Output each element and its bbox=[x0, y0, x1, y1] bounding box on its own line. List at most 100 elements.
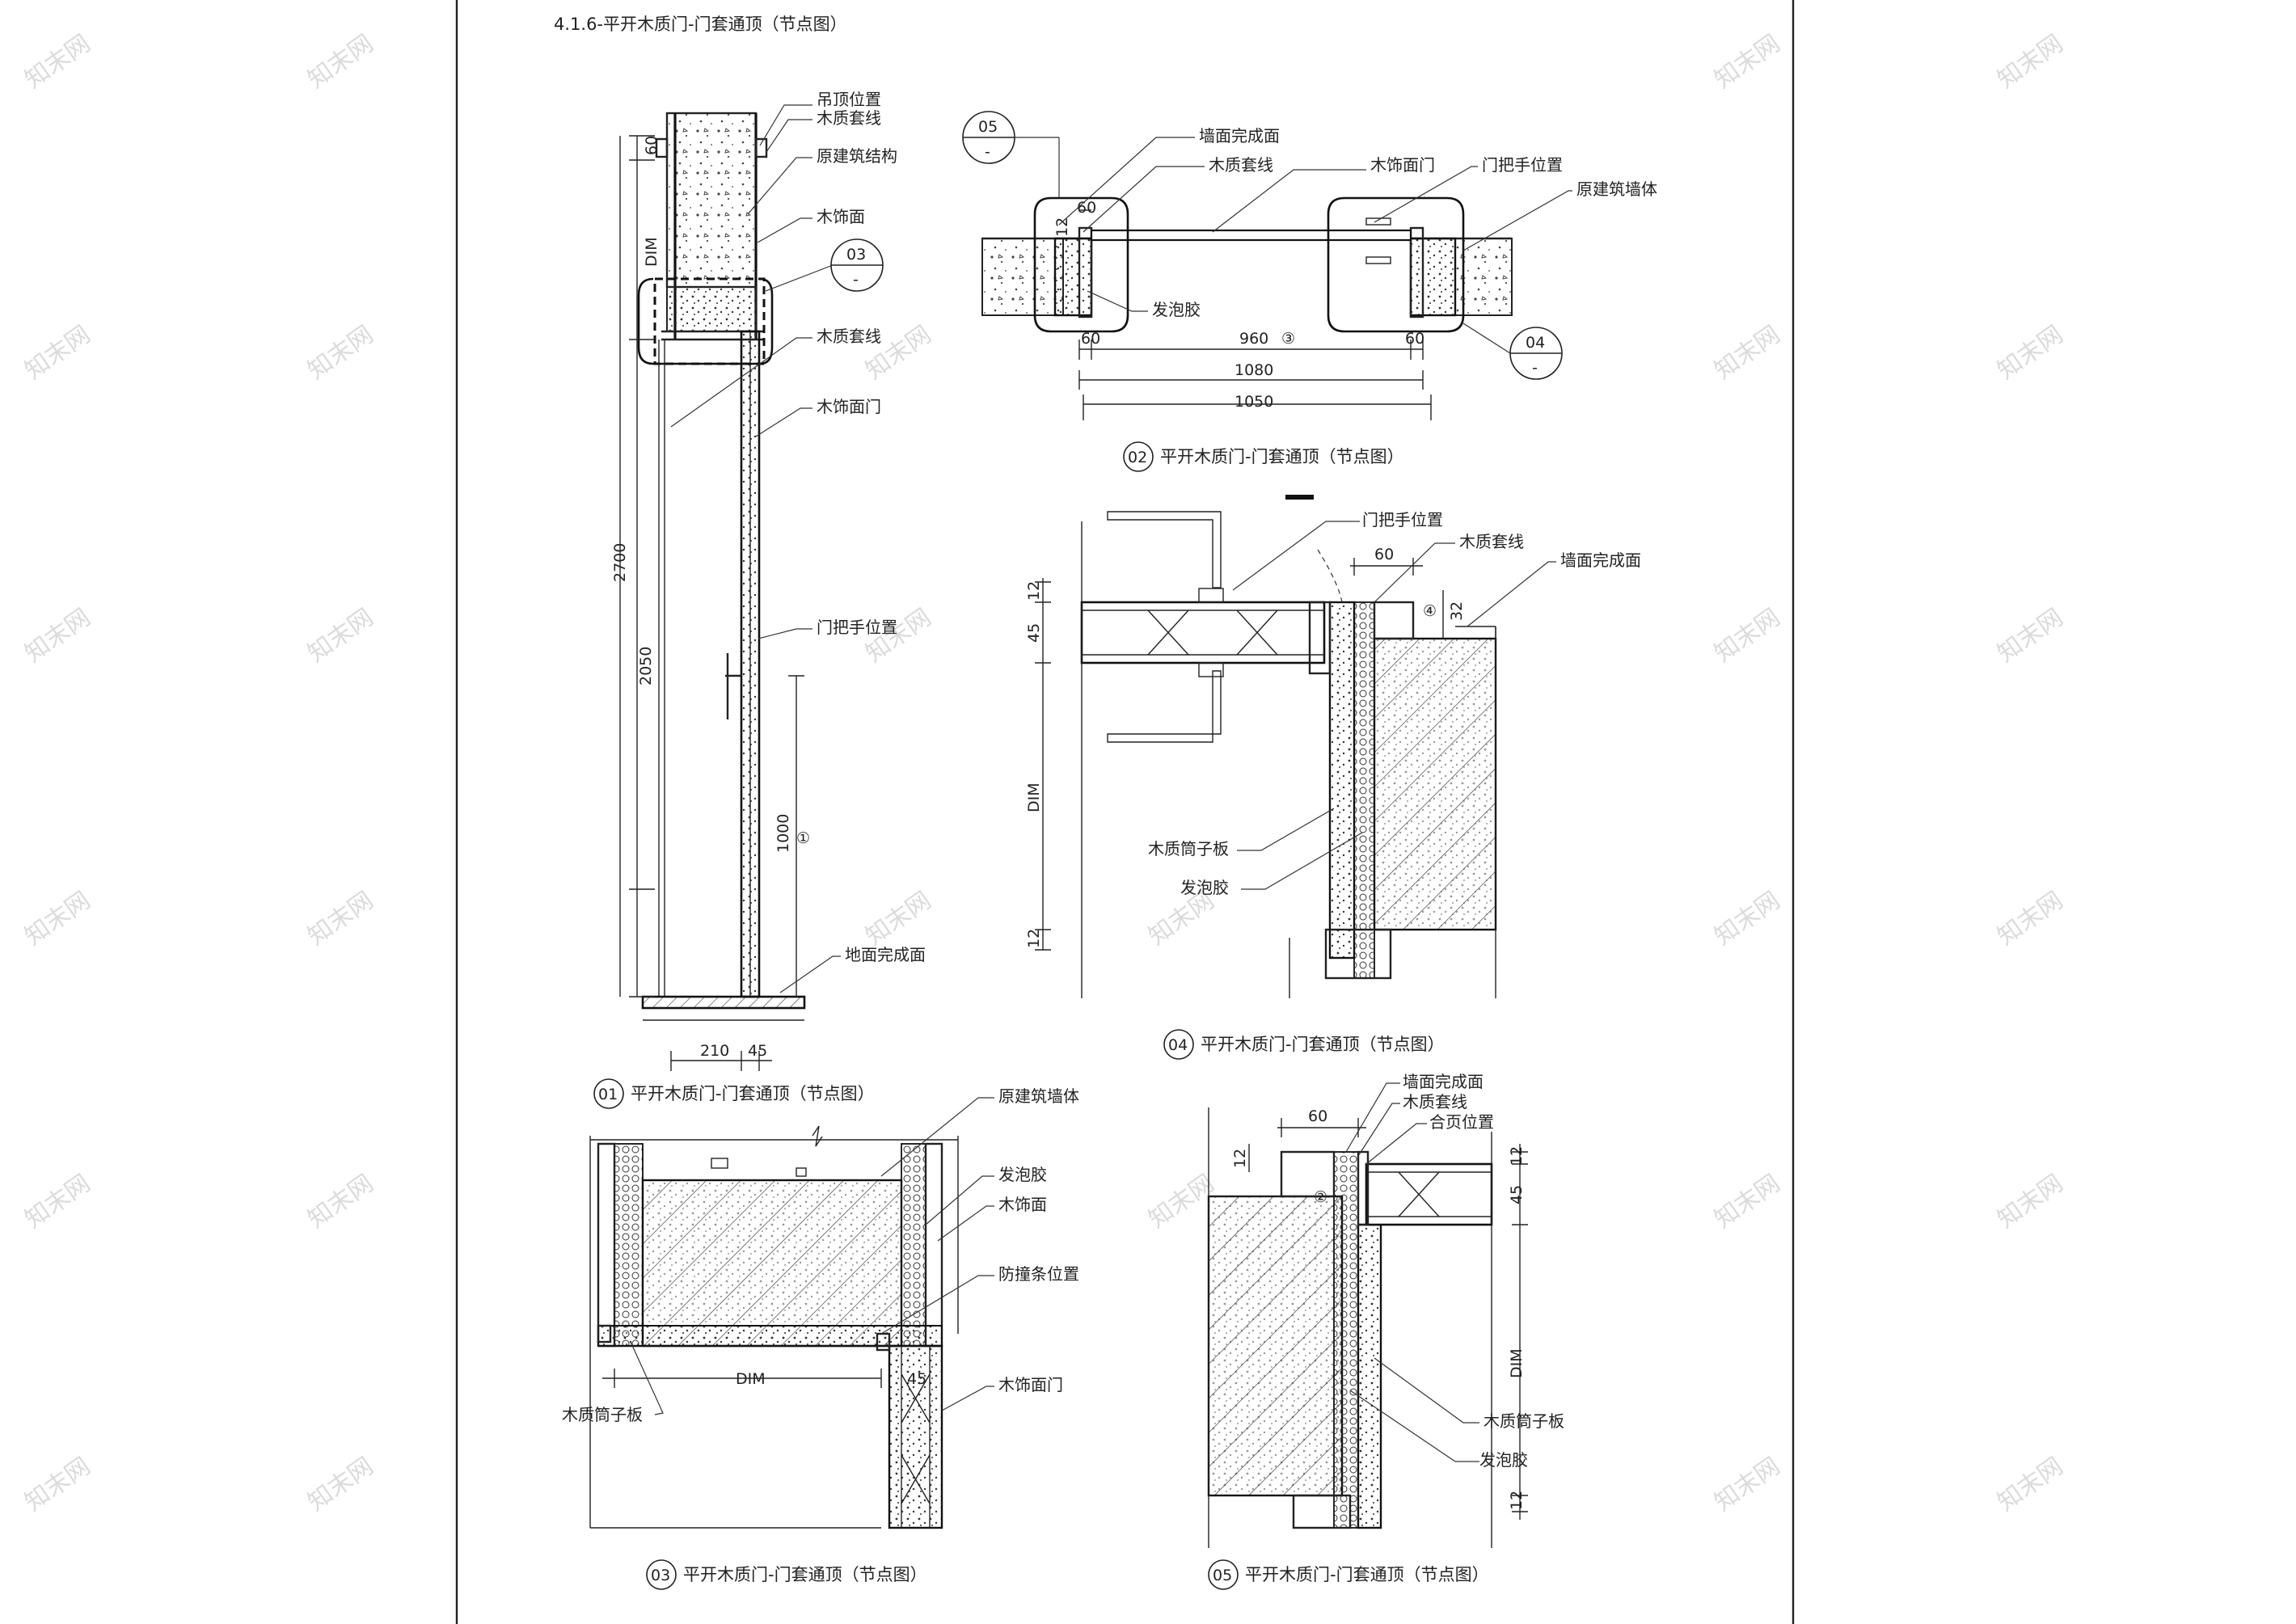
watermark: 知末网 bbox=[1993, 603, 2069, 668]
detail-05-enlarged: 12 60 ② 12 45 DIM 12 墙面完成面 木质套线 合页位置 木质筒… bbox=[1207, 1072, 1564, 1590]
watermark: 知末网 bbox=[20, 1452, 96, 1516]
detail-04-enlarged: 12 45 DIM 12 60 32 ④ 门把手位置 木质套线 墙面完成面 木质… bbox=[1025, 495, 1641, 1060]
dim-60-right: 60 bbox=[1405, 330, 1424, 348]
label-wood-casing: 木质套线 bbox=[1209, 155, 1273, 175]
watermark: 知末网 bbox=[20, 886, 96, 951]
dim-2700: 2700 bbox=[611, 543, 629, 582]
bubble-04-number: 04 bbox=[1526, 334, 1545, 352]
label-wood-casing: 木质套线 bbox=[817, 327, 881, 346]
dim-12: 12 bbox=[1053, 217, 1071, 237]
watermark: 知末网 bbox=[1710, 29, 1786, 94]
label-wall-finish: 墙面完成面 bbox=[1403, 1072, 1484, 1091]
caption-02-title: 平开木质门-门套通顶（节点图） bbox=[1160, 447, 1404, 466]
dim-210: 210 bbox=[700, 1042, 729, 1060]
dim-60: 60 bbox=[643, 136, 661, 155]
door-leaf-edge bbox=[1080, 601, 1326, 664]
caption-04-title: 平开木质门-门套通顶（节点图） bbox=[1201, 1035, 1445, 1054]
dim-1000: 1000 bbox=[774, 814, 792, 853]
watermark: 知末网 bbox=[861, 886, 937, 951]
label-foam: 发泡胶 bbox=[1479, 1450, 1528, 1470]
caption-05-badge bbox=[1208, 1559, 1239, 1590]
dim-45: 45 bbox=[907, 1370, 926, 1388]
detail-01-section: 60 DIM 2700 2050 1000 ① 210 45 吊顶位置 木质套线… bbox=[593, 90, 926, 1109]
watermark: 知末网 bbox=[20, 320, 96, 385]
dim-12-top: 12 bbox=[1025, 581, 1043, 601]
door-leaf-section bbox=[888, 1344, 943, 1529]
foam-strip bbox=[1353, 601, 1375, 979]
watermark: 知末网 bbox=[1710, 886, 1786, 951]
bubble-03-number: 03 bbox=[846, 246, 866, 264]
caption-04-badge bbox=[1163, 1029, 1194, 1060]
dim-60: 60 bbox=[1374, 546, 1394, 563]
bubble-05-sheet: - bbox=[985, 143, 990, 161]
watermark: 知末网 bbox=[303, 1169, 379, 1234]
detail-03-enlarged: DIM 45 原建筑墙体 发泡胶 木饰面 防撞条位置 木饰面门 木质筒子板 03… bbox=[562, 1086, 1079, 1590]
label-ceiling-position: 吊顶位置 bbox=[817, 90, 881, 109]
label-original-wall: 原建筑墙体 bbox=[1576, 179, 1657, 199]
caption-02-number: 02 bbox=[1128, 449, 1147, 466]
jamb-board bbox=[1357, 1223, 1382, 1529]
label-floor-finish: 地面完成面 bbox=[845, 945, 926, 964]
dim-12-bottom: 12 bbox=[1025, 929, 1043, 948]
bubble-03-sheet: - bbox=[853, 271, 859, 289]
caption-01-badge bbox=[593, 1078, 624, 1109]
foam-left bbox=[614, 1143, 644, 1347]
dim-dim: DIM bbox=[1025, 782, 1043, 812]
caption-01-title: 平开木质门-门套通顶（节点图） bbox=[631, 1084, 875, 1103]
label-handle-position: 门把手位置 bbox=[1482, 155, 1563, 175]
dim-32: 32 bbox=[1448, 601, 1466, 621]
caption-03-number: 03 bbox=[651, 1567, 670, 1584]
structure-block bbox=[665, 112, 758, 289]
detail-02-plan: 60 960 ③ 60 1080 1050 60 12 墙面完成面 木质套线 木… bbox=[962, 111, 1657, 472]
watermark: 知末网 bbox=[1710, 1169, 1786, 1234]
dim-60-left: 60 bbox=[1081, 330, 1100, 348]
label-original-wall: 原建筑墙体 bbox=[998, 1086, 1079, 1106]
dim-1080: 1080 bbox=[1235, 361, 1273, 379]
label-wood-casing: 木质套线 bbox=[1459, 532, 1524, 551]
label-wood-jamb: 木质筒子板 bbox=[1484, 1411, 1564, 1431]
caption-05-title: 平开木质门-门套通顶（节点图） bbox=[1245, 1565, 1489, 1584]
label-wood-jamb: 木质筒子板 bbox=[562, 1405, 643, 1424]
watermark: 知末网 bbox=[303, 1452, 379, 1516]
bubble-04-sheet: - bbox=[1532, 359, 1538, 377]
caption-03-badge bbox=[646, 1559, 677, 1590]
dim-1050: 1050 bbox=[1235, 393, 1273, 411]
mark-3: ③ bbox=[1281, 330, 1295, 348]
watermark: 知末网 bbox=[303, 603, 379, 668]
dim-960: 960 bbox=[1239, 330, 1268, 348]
watermark: 知末网 bbox=[1993, 1169, 2069, 1234]
watermark: 知末网 bbox=[1710, 603, 1786, 668]
dim-12-bottom: 12 bbox=[1508, 1491, 1526, 1510]
label-wall-finish: 墙面完成面 bbox=[1199, 126, 1280, 146]
watermark: 知末网 bbox=[1993, 886, 2069, 951]
door-leaf-plan bbox=[1090, 229, 1412, 242]
label-veneer-door: 木饰面门 bbox=[1370, 155, 1435, 175]
header-foam bbox=[666, 286, 757, 332]
mark-1: ① bbox=[796, 829, 810, 847]
bubble-05-number: 05 bbox=[978, 118, 998, 136]
label-wood-casing-top: 木质套线 bbox=[817, 108, 881, 128]
mark-4: ④ bbox=[1423, 602, 1437, 620]
dim-dim: DIM bbox=[1508, 1348, 1526, 1378]
foam-right bbox=[901, 1143, 926, 1347]
label-bumper-strip: 防撞条位置 bbox=[998, 1264, 1079, 1284]
dim-12-right: 12 bbox=[1508, 1146, 1526, 1166]
watermark: 知末网 bbox=[303, 886, 379, 951]
watermark: 知末网 bbox=[1993, 320, 2069, 385]
watermark: 知末网 bbox=[1710, 320, 1786, 385]
dim-45: 45 bbox=[748, 1042, 767, 1060]
watermark: 知末网 bbox=[1710, 1452, 1786, 1516]
dim-60-top: 60 bbox=[1077, 199, 1096, 217]
caption-02-badge bbox=[1123, 441, 1154, 472]
label-wood-casing: 木质套线 bbox=[1403, 1092, 1467, 1111]
watermark: 知末网 bbox=[20, 29, 96, 94]
dim-12-top: 12 bbox=[1231, 1149, 1249, 1168]
door-leaf-edge bbox=[1365, 1162, 1493, 1226]
jamb-right-foam bbox=[1409, 237, 1457, 317]
wall-left bbox=[981, 238, 1064, 316]
watermark: 知末网 bbox=[303, 29, 379, 94]
label-wood-jamb: 木质筒子板 bbox=[1148, 839, 1229, 858]
watermark: 知末网 bbox=[20, 603, 96, 668]
dim-60: 60 bbox=[1308, 1107, 1327, 1125]
dim-2050: 2050 bbox=[637, 647, 655, 685]
